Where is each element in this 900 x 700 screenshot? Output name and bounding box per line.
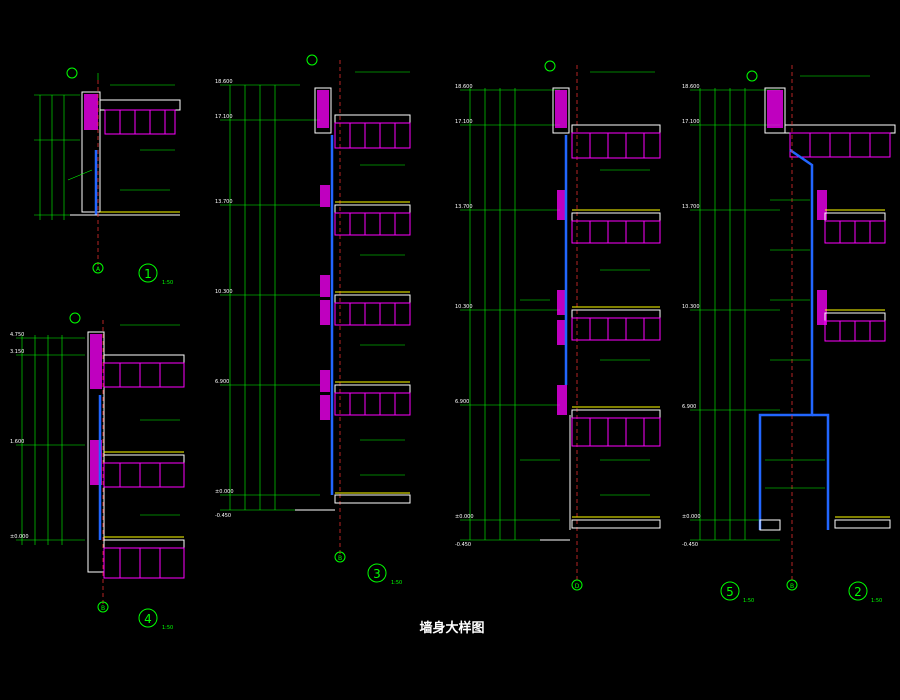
d3-elev-3: 10.300 bbox=[215, 289, 233, 295]
detail-4-number: 4 bbox=[144, 612, 152, 626]
detail-2-number: 2 bbox=[854, 585, 862, 599]
detail-1-number: 1 bbox=[144, 267, 152, 281]
detail-3-axis: B bbox=[338, 555, 342, 562]
detail-5-section: 18.600 17.100 13.700 10.300 6.900 ±0.000… bbox=[455, 60, 754, 604]
d3-elev-6: -0.450 bbox=[215, 513, 231, 519]
detail-2-section: 18.600 17.100 13.700 10.300 6.900 ±0.000… bbox=[682, 65, 896, 604]
d2-elev-6: -0.450 bbox=[682, 542, 698, 548]
detail-3-scale: 1:50 bbox=[391, 580, 402, 586]
detail-5-axis: D bbox=[575, 583, 580, 590]
detail-1-scale: 1:50 bbox=[162, 280, 173, 286]
d5-elev-5: ±0.000 bbox=[455, 514, 474, 520]
d3-elev-2: 13.700 bbox=[215, 199, 233, 205]
d5-elev-4: 6.900 bbox=[455, 399, 469, 405]
detail-4-scale: 1:50 bbox=[162, 625, 173, 631]
d4-elev-1: 3.150 bbox=[10, 349, 24, 355]
d2-elev-2: 13.700 bbox=[682, 204, 700, 210]
detail-3-section: 18.600 17.100 13.700 10.300 6.900 ±0.000… bbox=[215, 54, 411, 586]
d2-elev-0: 18.600 bbox=[682, 84, 700, 90]
detail-2-axis: B bbox=[790, 583, 794, 590]
d4-elev-3: ±0.000 bbox=[10, 534, 29, 540]
d2-elev-3: 10.300 bbox=[682, 304, 700, 310]
d3-elev-4: 6.900 bbox=[215, 379, 229, 385]
d5-elev-3: 10.300 bbox=[455, 304, 473, 310]
detail-2-scale: 1:50 bbox=[871, 598, 882, 604]
detail-3-number: 3 bbox=[373, 567, 381, 581]
d2-elev-4: 6.900 bbox=[682, 404, 696, 410]
d3-elev-5: ±0.000 bbox=[215, 489, 234, 495]
d4-elev-0: 4.750 bbox=[10, 332, 24, 338]
d3-elev-1: 17.100 bbox=[215, 114, 233, 120]
detail-1-section: 1 1:50 A bbox=[34, 67, 181, 286]
drawing-title: 墙身大样图 bbox=[419, 620, 484, 636]
d4-elev-2: 1.600 bbox=[10, 439, 24, 445]
d5-elev-6: -0.450 bbox=[455, 542, 471, 548]
d2-elev-1: 17.100 bbox=[682, 119, 700, 125]
d5-elev-0: 18.600 bbox=[455, 84, 473, 90]
d3-elev-0: 18.600 bbox=[215, 79, 233, 85]
d5-elev-1: 17.100 bbox=[455, 119, 473, 125]
detail-5-number: 5 bbox=[726, 585, 734, 599]
detail-5-scale: 1:50 bbox=[743, 598, 754, 604]
d2-elev-5: ±0.000 bbox=[682, 514, 701, 520]
detail-4-axis: B bbox=[101, 605, 105, 612]
d5-elev-2: 13.700 bbox=[455, 204, 473, 210]
detail-1-axis: A bbox=[96, 266, 101, 273]
detail-4-section: 4.750 3.150 1.600 ±0.000 4 1:5 bbox=[10, 312, 185, 631]
